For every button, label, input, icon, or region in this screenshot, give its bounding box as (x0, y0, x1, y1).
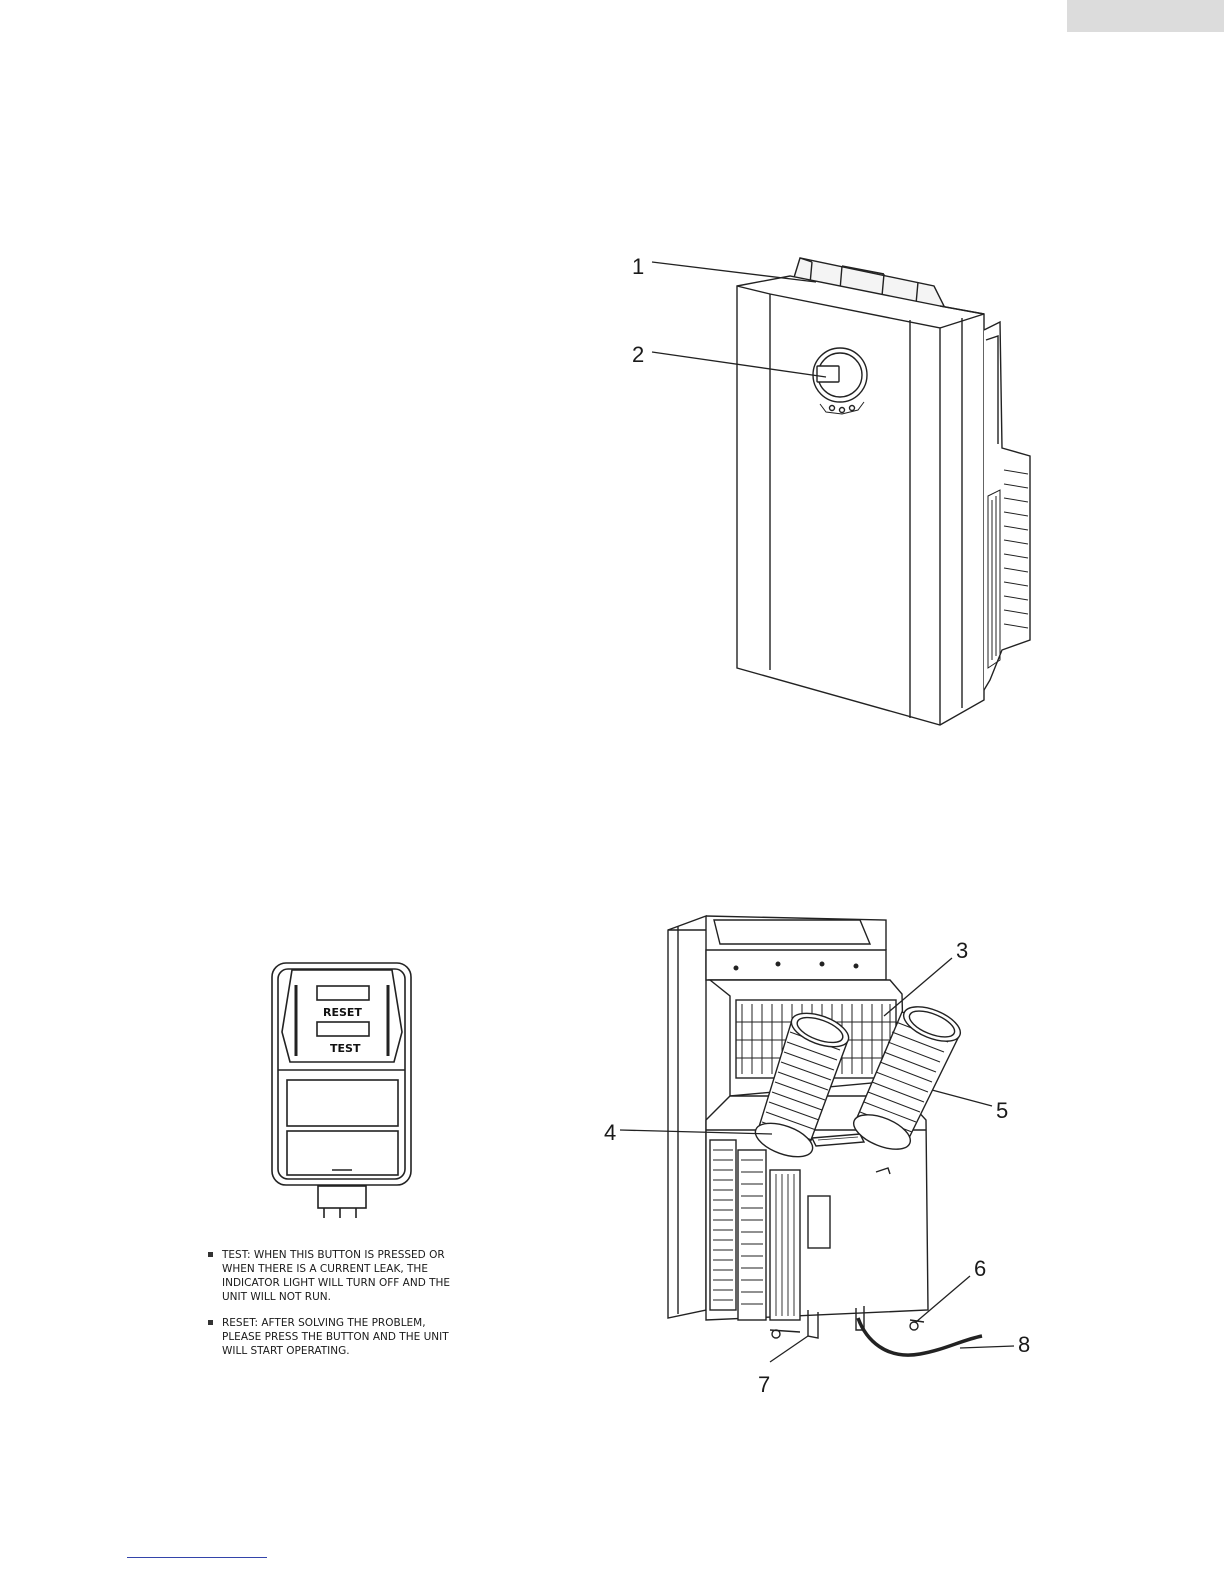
callout-8: 8 (1018, 1332, 1030, 1357)
callout-5: 5 (996, 1098, 1008, 1123)
callout-7: 7 (758, 1372, 770, 1397)
callout-3: 3 (956, 938, 968, 963)
callout-4: 4 (604, 1120, 616, 1145)
callout-6: 6 (974, 1256, 986, 1281)
footer-rule (127, 1557, 267, 1558)
